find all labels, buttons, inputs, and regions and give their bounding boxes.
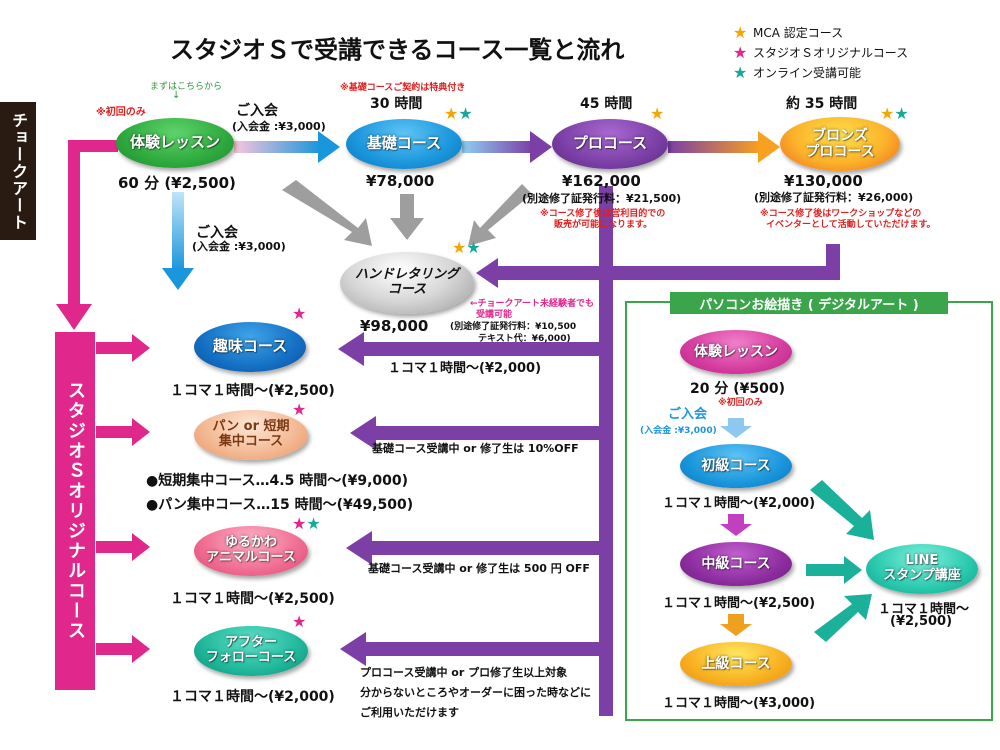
- animal-stars: ★★: [292, 514, 321, 533]
- enroll-fee-2: (入会金 :¥3,000): [192, 240, 286, 253]
- digital-intermediate-node[interactable]: 中級コース: [680, 542, 792, 586]
- lettering-stars: ★★: [452, 238, 481, 257]
- trial-hint-arrow: ↓: [172, 90, 181, 101]
- digital-header: パソコンお絵描き ( デジタルアート ): [670, 292, 948, 314]
- bread-discount: 基礎コース受講中 or 修了生は 10%OFF: [372, 442, 579, 455]
- star-magenta-icon: ★: [292, 612, 307, 631]
- basic-price: ¥78,000: [366, 172, 435, 190]
- bronze-course-node[interactable]: ブロンズ プロコース: [780, 117, 900, 171]
- trial-price: 60 分 (¥2,500): [118, 174, 236, 192]
- original-courses-bar: スタジオＳオリジナルコース: [55, 332, 95, 690]
- enroll-label: ご入会: [236, 103, 278, 119]
- hobby-price: １コマ１時間～(¥2,500): [170, 383, 335, 399]
- bronze-cert-fee: (別途修了証発行料：¥26,000): [754, 191, 914, 204]
- trial-hint: まずはこちらから: [150, 82, 223, 92]
- digital-beginner-node[interactable]: 初級コース: [680, 444, 792, 488]
- pro-note-1: ※コース修了後は営利目的での: [540, 209, 666, 219]
- after-price: １コマ１時間～(¥2,000): [170, 689, 335, 705]
- animal-course-node[interactable]: ゆるかわ アニマルコース: [194, 526, 308, 576]
- pro-price: ¥162,000: [562, 172, 641, 190]
- pro-hours: 45 時間: [580, 96, 633, 112]
- digital-first-only: ※初回のみ: [718, 398, 763, 408]
- basic-stars: ★★: [444, 104, 473, 123]
- digital-beginner-price: １コマ１時間～(¥2,000): [662, 496, 816, 511]
- star-magenta-icon: ★: [733, 42, 748, 62]
- magenta-flow: [56, 140, 150, 663]
- pro-cert-fee: (別途修了証発行料：¥21,500): [522, 192, 682, 205]
- star-orange-icon: ★: [880, 104, 895, 123]
- star-magenta-icon: ★: [292, 400, 307, 419]
- enroll-label-2: ご入会: [196, 225, 238, 241]
- lettering-lesson-price: １コマ１時間～(¥2,000): [388, 361, 542, 376]
- digital-advanced-node[interactable]: 上級コース: [680, 642, 792, 686]
- lettering-price: ¥98,000: [360, 317, 429, 335]
- digital-advanced-price: １コマ１時間～(¥3,000): [662, 696, 816, 711]
- bronze-note-1: ※コース修了後はワークショップなどの: [760, 209, 922, 219]
- teal-arrows: [806, 480, 874, 642]
- legend: ★ MCA 認定コース ★ スタジオＳオリジナルコース ★ オンライン受講可能: [733, 22, 908, 82]
- chalk-art-label: チョークアート: [0, 102, 36, 240]
- lettering-course-node[interactable]: ハンドレタリング コース: [340, 252, 474, 314]
- purple-flow: [338, 186, 840, 716]
- bread-course-node[interactable]: パン or 短期 集中コース: [194, 410, 308, 460]
- hobby-course-node[interactable]: 趣味コース: [194, 322, 306, 372]
- basic-course-node[interactable]: 基礎コース: [346, 119, 462, 169]
- star-orange-icon: ★: [444, 104, 459, 123]
- enroll-fee: (入会金 :¥3,000): [232, 120, 326, 133]
- gray-arrows: [282, 180, 532, 246]
- bread-pan-course: ●パン集中コース…15 時間～(¥49,500): [146, 497, 414, 513]
- animal-price: １コマ１時間～(¥2,500): [170, 591, 335, 607]
- arrow-basic-to-pro: [462, 131, 552, 163]
- lettering-note-2: 受講可能: [476, 310, 513, 320]
- basic-hours: 30 時間: [370, 96, 423, 112]
- bronze-hours: 約 35 時間: [786, 96, 858, 112]
- star-magenta-icon: ★: [292, 514, 307, 533]
- animal-discount: 基礎コース受講中 or 修了生は 500 円 OFF: [368, 562, 590, 575]
- line-stamp-price-1: １コマ１時間～: [878, 602, 970, 617]
- bronze-stars: ★★: [880, 104, 909, 123]
- digital-enroll: ご入会: [668, 407, 708, 422]
- after-desc-2: 分からないところやオーダーに困った時などに: [360, 686, 591, 699]
- arrow-trial-down: [162, 192, 194, 290]
- lettering-cert-fee: (別途修了証発行料：¥10,500: [450, 322, 577, 332]
- legend-item-online: ★ オンライン受講可能: [733, 62, 862, 82]
- legend-item-mca: ★ MCA 認定コース: [733, 22, 844, 42]
- arrow-trial-to-basic: [234, 131, 340, 163]
- star-orange-icon: ★: [650, 104, 665, 123]
- digital-box-border: [625, 301, 993, 721]
- star-teal-icon: ★: [466, 238, 481, 257]
- bronze-price: ¥130,000: [784, 172, 863, 190]
- digital-trial-price: 20 分 (¥500): [690, 381, 785, 397]
- after-desc-1: プロコース受講中 or プロ修了生以上対象: [360, 666, 568, 679]
- star-teal-icon: ★: [458, 104, 473, 123]
- star-orange-icon: ★: [733, 22, 748, 42]
- digital-enroll-fee: (入会金 :¥3,000): [640, 426, 717, 436]
- star-teal-icon: ★: [894, 104, 909, 123]
- line-stamp-price-2: (¥2,500): [890, 614, 953, 629]
- legend-item-original: ★ スタジオＳオリジナルコース: [733, 42, 909, 62]
- basic-note: ※基礎コースご契約は特典付き: [340, 83, 466, 93]
- bread-short-course: ●短期集中コース…4.5 時間～(¥9,000): [146, 473, 409, 489]
- star-orange-icon: ★: [452, 238, 467, 257]
- after-follow-course-node[interactable]: アフター フォローコース: [194, 626, 308, 676]
- pro-note-2: 販売が可能になります。: [554, 220, 653, 230]
- star-magenta-icon: ★: [292, 304, 307, 323]
- lettering-text-fee: テキスト代：¥6,000): [478, 334, 571, 344]
- bronze-note-2: イベンターとして活動していただけます。: [766, 220, 936, 230]
- digital-intermediate-price: １コマ１時間～(¥2,500): [662, 596, 816, 611]
- trial-lesson-node[interactable]: 体験レッスン: [116, 118, 234, 168]
- lettering-note-1: ←チョークアート未経験者でも: [470, 299, 595, 309]
- star-teal-icon: ★: [733, 62, 748, 82]
- star-teal-icon: ★: [306, 514, 321, 533]
- trial-first-only: ※初回のみ: [96, 107, 146, 118]
- arrow-pro-to-bronze: [668, 131, 780, 163]
- digital-trial-node[interactable]: 体験レッスン: [680, 330, 792, 374]
- pro-course-node[interactable]: プロコース: [552, 119, 668, 169]
- page-title: スタジオＳで受講できるコース一覧と流れ: [170, 36, 625, 64]
- digital-down-arrows: [720, 418, 752, 636]
- after-desc-3: ご利用いただけます: [360, 706, 459, 719]
- line-stamp-node[interactable]: LINE スタンプ講座: [866, 544, 978, 594]
